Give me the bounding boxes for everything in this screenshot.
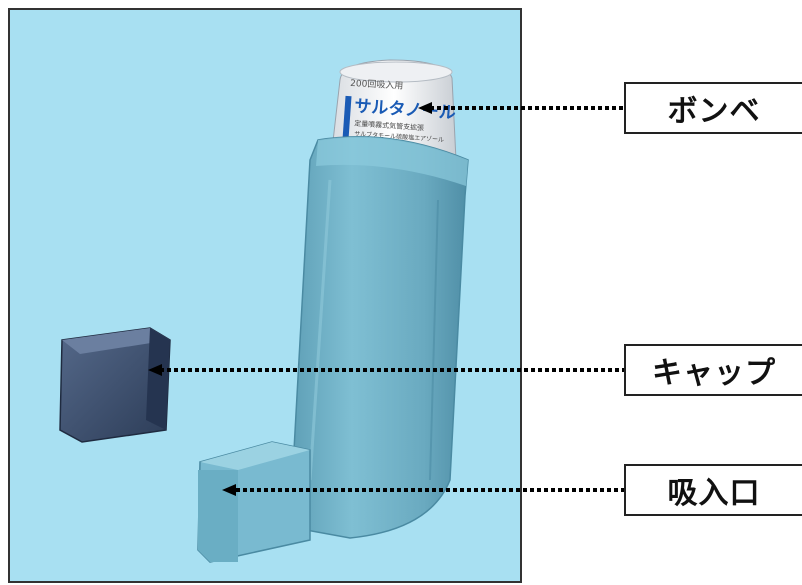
cap — [59, 327, 171, 443]
canister-top-text: 200回吸入用 — [350, 78, 404, 92]
canister: 200回吸入用 サルタノール 定量噴霧式気管支拡張 サルブタモール硫酸塩エアゾー… — [331, 59, 457, 161]
mouthpiece — [197, 441, 311, 563]
inhaler-illustration: 200回吸入用 サルタノール 定量噴霧式気管支拡張 サルブタモール硫酸塩エアゾー… — [59, 59, 469, 563]
inhaler-body — [289, 136, 469, 539]
callout-cap: キャップ — [624, 344, 802, 396]
callout-mouthpiece: 吸入口 — [624, 464, 802, 516]
inhaler-photo: 200回吸入用 サルタノール 定量噴霧式気管支拡張 サルブタモール硫酸塩エアゾー… — [8, 8, 522, 583]
callout-canister: ボンベ — [624, 82, 802, 134]
